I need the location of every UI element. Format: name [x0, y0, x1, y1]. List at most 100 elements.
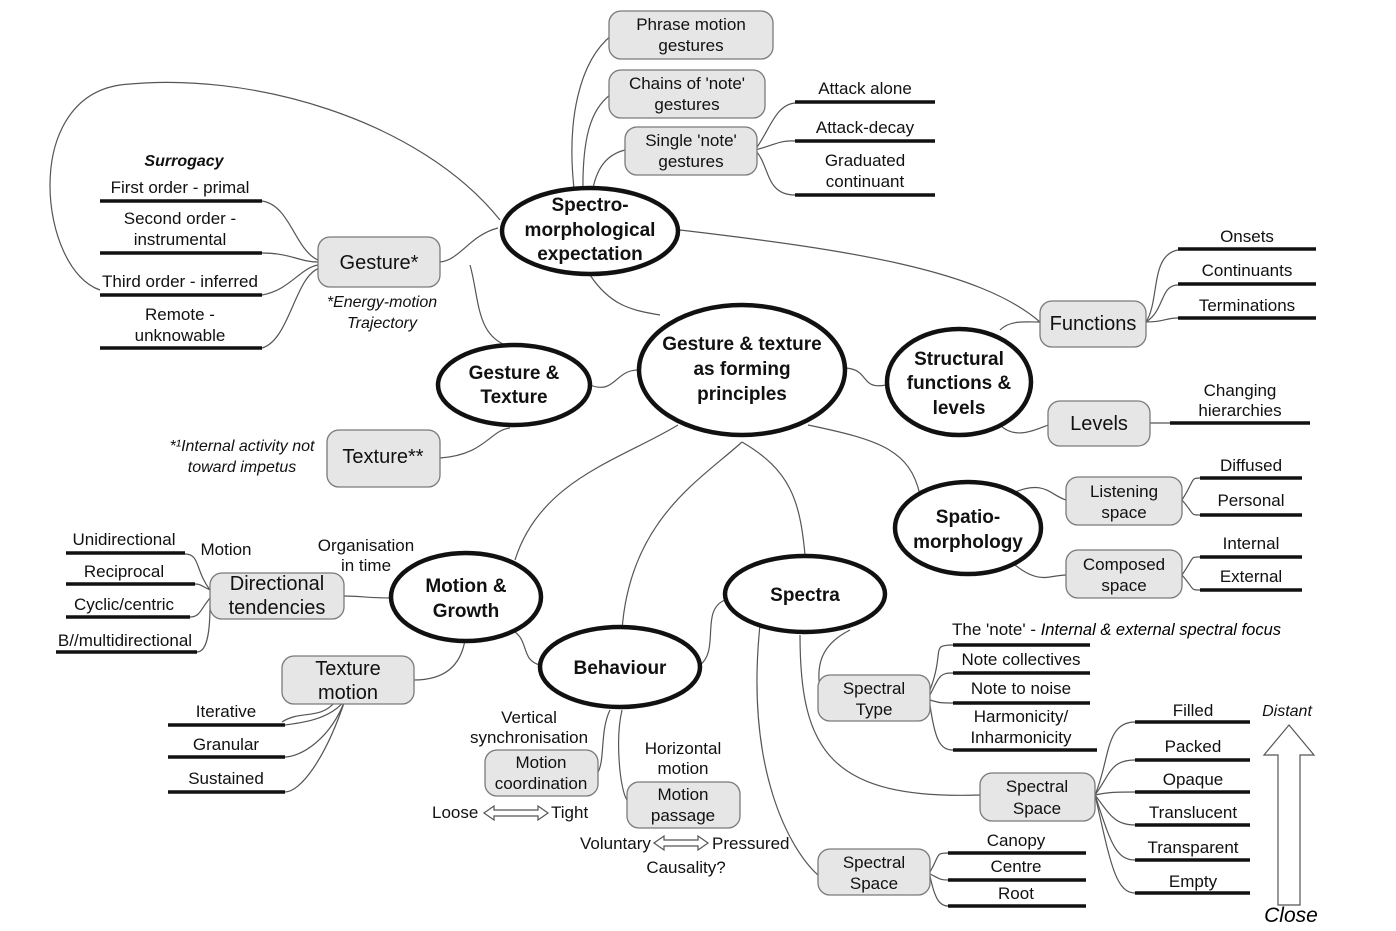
- connector: [49, 81, 501, 291]
- node-label: Structural: [914, 349, 1004, 370]
- node-label: Gesture &: [469, 363, 560, 384]
- node-label: morphology: [913, 532, 1023, 553]
- connector: [194, 583, 211, 591]
- box-label: motion: [318, 682, 378, 704]
- node-label: principles: [697, 384, 787, 405]
- box-label: gestures: [658, 36, 723, 55]
- annotation: Trajectory: [347, 315, 418, 332]
- box-label: Functions: [1050, 313, 1137, 335]
- connector: [439, 227, 499, 263]
- connector: [343, 595, 391, 599]
- leaf-label: Packed: [1165, 737, 1222, 756]
- box-spectral-type: [817, 674, 931, 722]
- leaf-label: Attack-decay: [816, 118, 915, 137]
- leaf-label: External: [1220, 567, 1282, 586]
- box-label: gestures: [658, 152, 723, 171]
- leaf-label: Reciprocal: [84, 562, 164, 581]
- leaf-label: Transparent: [1147, 838, 1238, 857]
- connector: [511, 629, 541, 666]
- leaf-label: hierarchies: [1198, 401, 1281, 420]
- box-label: Directional: [230, 573, 324, 595]
- major-nodes: [388, 185, 1044, 710]
- connector: [281, 701, 336, 723]
- connector: [1014, 564, 1067, 579]
- connector: [807, 424, 921, 496]
- connector: [469, 264, 516, 349]
- connector: [845, 367, 887, 387]
- box-directional: [209, 572, 345, 620]
- box-label: space: [1101, 576, 1146, 595]
- leaf-label: Sustained: [188, 769, 264, 788]
- connector: [929, 704, 954, 751]
- leaf-label: Attack alone: [818, 79, 912, 98]
- leaf-label: Centre: [990, 857, 1041, 876]
- leaf-label: Third order - inferred: [102, 272, 258, 291]
- concept-boxes: [209, 10, 1183, 896]
- box-label: Levels: [1070, 413, 1128, 435]
- node-spectro-expectation: [499, 185, 681, 277]
- node-label: as forming: [693, 359, 790, 380]
- connector: [1094, 794, 1136, 894]
- connector: [261, 252, 319, 263]
- connector: [582, 94, 611, 196]
- box-label: Spectral: [843, 679, 905, 698]
- connector: [189, 597, 211, 618]
- node-spectra: [722, 553, 888, 635]
- annotation: *Energy-motion: [327, 294, 437, 311]
- box-label: Spectral: [1006, 777, 1068, 796]
- leaf-label: Inharmonicity: [970, 728, 1072, 747]
- node-motion-growth: [388, 550, 544, 644]
- box-texture: [326, 429, 441, 488]
- connector: [597, 709, 611, 773]
- node-label: Growth: [433, 601, 500, 622]
- box-label: Gesture*: [340, 252, 419, 274]
- box-label: Spectral: [843, 853, 905, 872]
- connector: [261, 267, 321, 349]
- box-label: gestures: [654, 95, 719, 114]
- box-levels: [1047, 400, 1151, 447]
- connector: [589, 369, 639, 388]
- box-label: Listening: [1090, 482, 1158, 501]
- box-label: space: [1101, 503, 1146, 522]
- annotation-note-focus: The 'note' - Internal & external spectra…: [952, 620, 1281, 639]
- leaf-label: Second order -: [124, 209, 236, 228]
- box-motion-passage: [626, 781, 741, 829]
- box-label: Motion: [515, 753, 566, 772]
- node-label: levels: [933, 398, 986, 419]
- annotation: Motion: [200, 540, 251, 559]
- connector: [1014, 486, 1067, 501]
- connector: [1094, 794, 1136, 861]
- box-label: tendencies: [229, 597, 326, 619]
- connector: [571, 34, 613, 198]
- connector: [589, 274, 661, 316]
- connector: [184, 553, 211, 591]
- box-label: Chains of 'note': [629, 74, 745, 93]
- box-gesture: [317, 236, 441, 288]
- connector: [929, 699, 954, 704]
- connector: [1145, 284, 1179, 323]
- annotation: Tight: [551, 803, 588, 822]
- annotation: Close: [1264, 904, 1318, 927]
- node-label: morphological: [525, 220, 656, 241]
- box-label: Phrase motion: [636, 15, 746, 34]
- leaf-label: B//multidirectional: [58, 631, 192, 650]
- distance-arrow: [1262, 724, 1316, 906]
- connector: [741, 441, 806, 556]
- box-labels: Phrase motion gestures Chains of 'note' …: [229, 15, 1165, 893]
- node-structural: [884, 326, 1034, 438]
- box-label: Type: [856, 700, 893, 719]
- leaf-label: Terminations: [1199, 296, 1295, 315]
- box-label: passage: [651, 806, 715, 825]
- connector: [621, 441, 743, 631]
- connector-lines: [49, 34, 1201, 907]
- connector: [929, 875, 949, 907]
- node-label: Gesture & texture: [662, 334, 821, 355]
- leaf-label: Unidirectional: [73, 530, 176, 549]
- box-spectral-space-2: [817, 848, 931, 896]
- leaf-label: Translucent: [1149, 803, 1237, 822]
- note-focus-plain: The 'note' -: [952, 620, 1041, 639]
- connector: [679, 229, 1041, 323]
- box-label: Texture**: [342, 446, 423, 468]
- annotation: Causality?: [646, 858, 725, 877]
